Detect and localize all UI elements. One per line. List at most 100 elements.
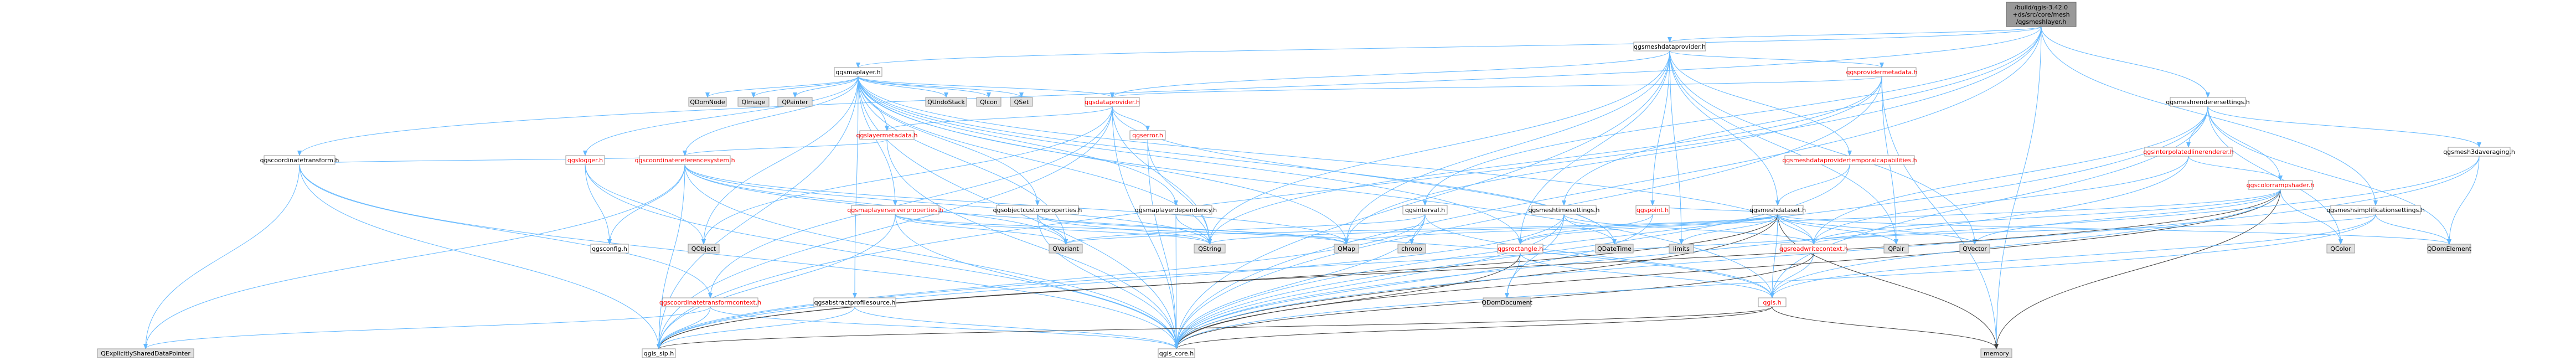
node-qgslayermetadata[interactable]: qgslayermetadata.h [856, 130, 918, 140]
edge-qgsmeshdataset-to-QVariant [1064, 214, 1778, 245]
node-memory[interactable]: memory [1980, 348, 2012, 358]
edge-qgserror-to-qgis_core [1147, 139, 1179, 349]
node-box [2448, 147, 2511, 157]
edge-qgscoordinatetransform-to-qgscoordinatetransformcontext [299, 164, 713, 298]
node-label: limits [1673, 245, 1690, 252]
node-qgsreadwritecontext[interactable]: qgsreadwritecontext.h [1779, 244, 1848, 254]
node-label: QVector [1963, 245, 1987, 252]
node-box [2330, 205, 2421, 215]
node-QDomDocument[interactable]: QDomDocument [1481, 297, 1532, 307]
node-qgscoordinatereferencesystem[interactable]: qgscoordinatereferencesystem.h [634, 155, 735, 165]
node-qgsrectangle[interactable]: qgsrectangle.h [1497, 244, 1543, 254]
node-qgsmesh3daveraging[interactable]: qgsmesh3daveraging.h [2443, 147, 2515, 157]
node-label: qgsmaplayerserverproperties.h [847, 207, 943, 214]
node-qgsdataprovider[interactable]: qgsdataprovider.h [1085, 97, 1140, 107]
edge-qgscoordinatereferencesystem-to-qgis_sip [657, 164, 685, 349]
node-qgsinterpolatedlinerenderer[interactable]: qgsinterpolatedlinerenderer.h [2143, 147, 2234, 157]
node-box [1402, 205, 1448, 215]
edge-qgsmeshsimplificationsettings-to-qgsreadwritecontext [1811, 214, 2376, 245]
edge-qgsdataprovider-to-qgserror [1112, 106, 1150, 131]
node-qgis_core[interactable]: qgis_core.h [1158, 348, 1195, 358]
node-box [1635, 205, 1670, 215]
node-label: qgsmaplayer.h [835, 69, 880, 76]
node-QString[interactable]: QString [1194, 244, 1226, 254]
node-QImage[interactable]: QImage [737, 97, 770, 107]
node-qgsprovidermetadata[interactable]: qgsprovidermetadata.h [1846, 67, 1918, 77]
node-box [1497, 244, 1543, 254]
node-qgserror[interactable]: qgserror.h [1129, 130, 1166, 140]
node-label: QPair [1888, 245, 1904, 252]
edge-qgslogger-to-qgsconfig [585, 164, 612, 245]
node-QColor[interactable]: QColor [2326, 244, 2355, 254]
node-limits[interactable]: limits [1669, 244, 1694, 254]
node-qgsmeshdataprovider[interactable]: qgsmeshdataprovider.h [1633, 42, 1706, 51]
node-qgspoint[interactable]: qgspoint.h [1635, 205, 1670, 215]
node-QDomElement[interactable]: QDomElement [2427, 244, 2472, 254]
node-qgslogger[interactable]: qgslogger.h [565, 155, 605, 165]
node-qgscoordinatetransform[interactable]: qgscoordinatetransform.h [260, 155, 339, 165]
node-label: qgsmeshdataprovidertemporalcapabilities.… [1782, 157, 1917, 164]
node-box [851, 205, 939, 215]
node-QVariant[interactable]: QVariant [1049, 244, 1083, 254]
node-qgsmeshrenderersettings[interactable]: qgsmeshrenderersettings.h [2166, 97, 2250, 107]
node-QPair[interactable]: QPair [1883, 244, 1909, 254]
edge-qgsmaplayer-to-qgsreadwritecontext [858, 76, 1816, 245]
node-qgsmaplayerdependency[interactable]: qgsmaplayerdependency.h [1135, 205, 1217, 215]
node-label: chrono [1401, 245, 1422, 252]
edge-qgscoordinatereferencesystem-to-QString [684, 164, 1212, 245]
node-qgis[interactable]: qgis.h [1758, 297, 1787, 307]
node-QVector[interactable]: QVector [1959, 244, 1990, 254]
node-QMap[interactable]: QMap [1334, 244, 1359, 254]
node-QObject[interactable]: QObject [688, 244, 720, 254]
node-QDomNode[interactable]: QDomNode [688, 97, 727, 107]
node-qgsmeshdataset[interactable]: qgsmeshdataset.h [1749, 205, 1806, 215]
edge-qgsmaplayer-to-qgslogger [583, 76, 859, 156]
node-label: qgsmeshtimesettings.h [1528, 207, 1599, 214]
node-box [2170, 97, 2246, 107]
edge-qgscolorrampshader-to-qgis_sip [657, 189, 2281, 349]
node-QPainter[interactable]: QPainter [777, 97, 813, 107]
edge-qgsmeshdataprovider-to-QMap [1344, 50, 1670, 245]
node-chrono[interactable]: chrono [1397, 244, 1426, 254]
edge-qgscoordinatereferencesystem-to-QMap [684, 164, 1349, 245]
node-box [859, 130, 915, 140]
node-QUndoStack[interactable]: QUndoStack [925, 97, 967, 107]
node-label: qgsdataprovider.h [1085, 99, 1140, 106]
node-qgsobjectcustomproperties[interactable]: qgsobjectcustomproperties.h [993, 205, 1082, 215]
edge-qgscoordinatetransform-to-qgis_sip [299, 164, 661, 349]
edge-qgsmeshdataset-to-QMap [1344, 214, 1778, 245]
node-box [996, 205, 1079, 215]
edge-qgsmeshsimplificationsettings-to-QDomElement [2375, 214, 2451, 245]
edge-qgsmeshsimplificationsettings-to-qgis_core [1174, 214, 2376, 349]
node-qgsinterval[interactable]: qgsinterval.h [1402, 205, 1448, 215]
node-QExplicitlySharedDataPointer[interactable]: QExplicitlySharedDataPointer [97, 348, 194, 358]
edge-qgsobjectcustomproperties-to-QVariant [1037, 214, 1068, 245]
edge-qgsmaplayer-to-QSet [858, 76, 1024, 98]
node-QIcon[interactable]: QIcon [976, 97, 1002, 107]
node-label: QImage [741, 99, 765, 106]
node-qgsmaplayerserverproperties[interactable]: qgsmaplayerserverproperties.h [847, 205, 943, 215]
node-root[interactable]: /build/qgis-3.42.0+ds/src/core/mesh/qgsm… [2006, 2, 2077, 27]
node-box [2427, 244, 2471, 254]
node-box [1780, 244, 1847, 254]
edge-qgsmeshdataprovider-to-qgsrectangle [1518, 50, 1670, 245]
node-QSet[interactable]: QSet [1010, 97, 1033, 107]
node-qgsmaplayer[interactable]: qgsmaplayer.h [834, 67, 882, 77]
node-box [1397, 244, 1426, 254]
node-box [1752, 205, 1804, 215]
node-qgsmeshsimplificationsettings[interactable]: qgsmeshsimplificationsettings.h [2326, 205, 2425, 215]
node-qgscolorrampshader[interactable]: qgscolorrampshader.h [2247, 180, 2315, 190]
node-box [2006, 2, 2077, 27]
node-box [1129, 130, 1166, 140]
edge-qgsmeshdataprovider-to-qgsmeshdataprovidertemporalcapabilities [1669, 50, 1852, 156]
node-qgsmeshtimesettings[interactable]: qgsmeshtimesettings.h [1528, 205, 1600, 215]
node-box [2326, 244, 2355, 254]
edge-qgsreadwritecontext-to-qgis [1770, 252, 1814, 298]
node-qgsabstractprofilesource[interactable]: qgsabstractprofilesource.h [813, 297, 896, 307]
node-qgscoordinatetransformcontext[interactable]: qgscoordinatetransformcontext.h [659, 297, 761, 307]
edge-root-to-memory [1994, 26, 2042, 349]
node-qgis_sip[interactable]: qgis_sip.h [642, 348, 676, 358]
node-QDateTime[interactable]: QDateTime [1595, 244, 1634, 254]
node-qgsmeshdataprovidertemporalcapabilities[interactable]: qgsmeshdataprovidertemporalcapabilities.… [1782, 155, 1917, 165]
node-qgsconfig[interactable]: qgsconfig.h [590, 244, 629, 254]
